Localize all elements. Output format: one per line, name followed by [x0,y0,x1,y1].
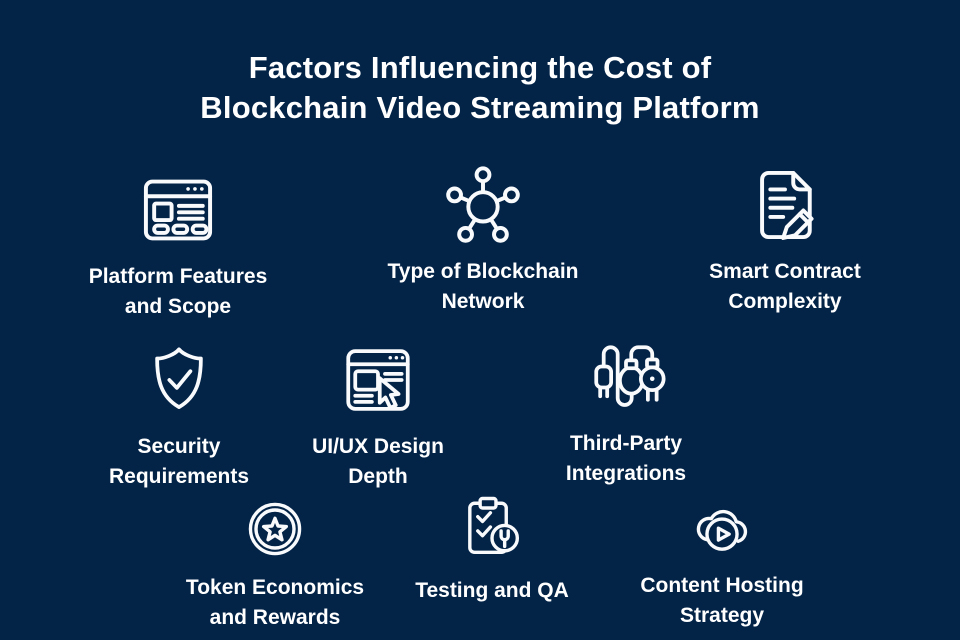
page-title-line-2: Blockchain Video Streaming Platform [200,90,760,125]
factor-item-platform-features: Platform Features and Scope [58,166,298,322]
factor-item-third-party: Third-Party Integrations [506,335,746,489]
factor-label-line: Platform Features [88,265,268,288]
network-nodes-icon [439,161,527,249]
factor-label-line: Testing and QA [415,579,569,602]
factor-label-line: Token Economics [185,576,365,599]
factor-label-line: UI/UX Design [312,435,444,458]
factor-label: Platform Features and Scope [89,262,268,322]
page-title-line-1: Factors Influencing the Cost of [248,50,712,85]
factor-label-line: Network [441,290,525,313]
factor-label: Token Economics and Rewards [186,573,364,633]
factor-label: Security Requirements [109,432,249,492]
page-title: Factors Influencing the Cost of Blockcha… [0,48,960,128]
factor-label: Content Hosting Strategy [640,571,803,631]
token-star-icon [237,491,313,567]
factor-label-line: Third-Party [569,432,682,455]
factor-label-line: Complexity [728,290,842,313]
factor-label-line: Security [137,435,221,458]
factor-label: Smart Contract Complexity [709,257,861,317]
plugs-cable-icon [584,335,668,419]
factor-item-security: Security Requirements [59,338,299,492]
shield-check-icon [137,338,221,422]
clipboard-wrench-icon [454,489,530,565]
factor-label-line: Requirements [108,465,250,488]
factor-label: Type of Blockchain Network [388,257,579,317]
factor-label-line: Smart Contract [709,260,861,283]
browser-window-icon [134,166,222,254]
factor-label-line: and Scope [124,295,232,318]
cloud-play-icon [684,489,760,565]
factor-item-token-economics: Token Economics and Rewards [153,491,397,633]
factor-item-smart-contract: Smart Contract Complexity [665,161,905,317]
factor-label-line: Content Hosting [640,574,804,597]
factor-label-line: Integrations [565,462,687,485]
factor-label-line: Strategy [679,604,765,627]
factor-item-testing-qa: Testing and QA [372,489,612,606]
factor-label: UI/UX Design Depth [312,432,444,492]
factor-label: Third-Party Integrations [566,429,686,489]
factor-label-line: Type of Blockchain [387,260,579,283]
factor-label-line: and Rewards [209,606,341,629]
browser-cursor-icon [336,338,420,422]
factor-label-line: Depth [348,465,408,488]
factor-item-uiux-design: UI/UX Design Depth [258,338,498,492]
factor-item-content-hosting: Content Hosting Strategy [602,489,842,631]
factor-item-blockchain-network: Type of Blockchain Network [363,161,603,317]
factor-label: Testing and QA [415,576,569,606]
document-pencil-icon [741,161,829,249]
